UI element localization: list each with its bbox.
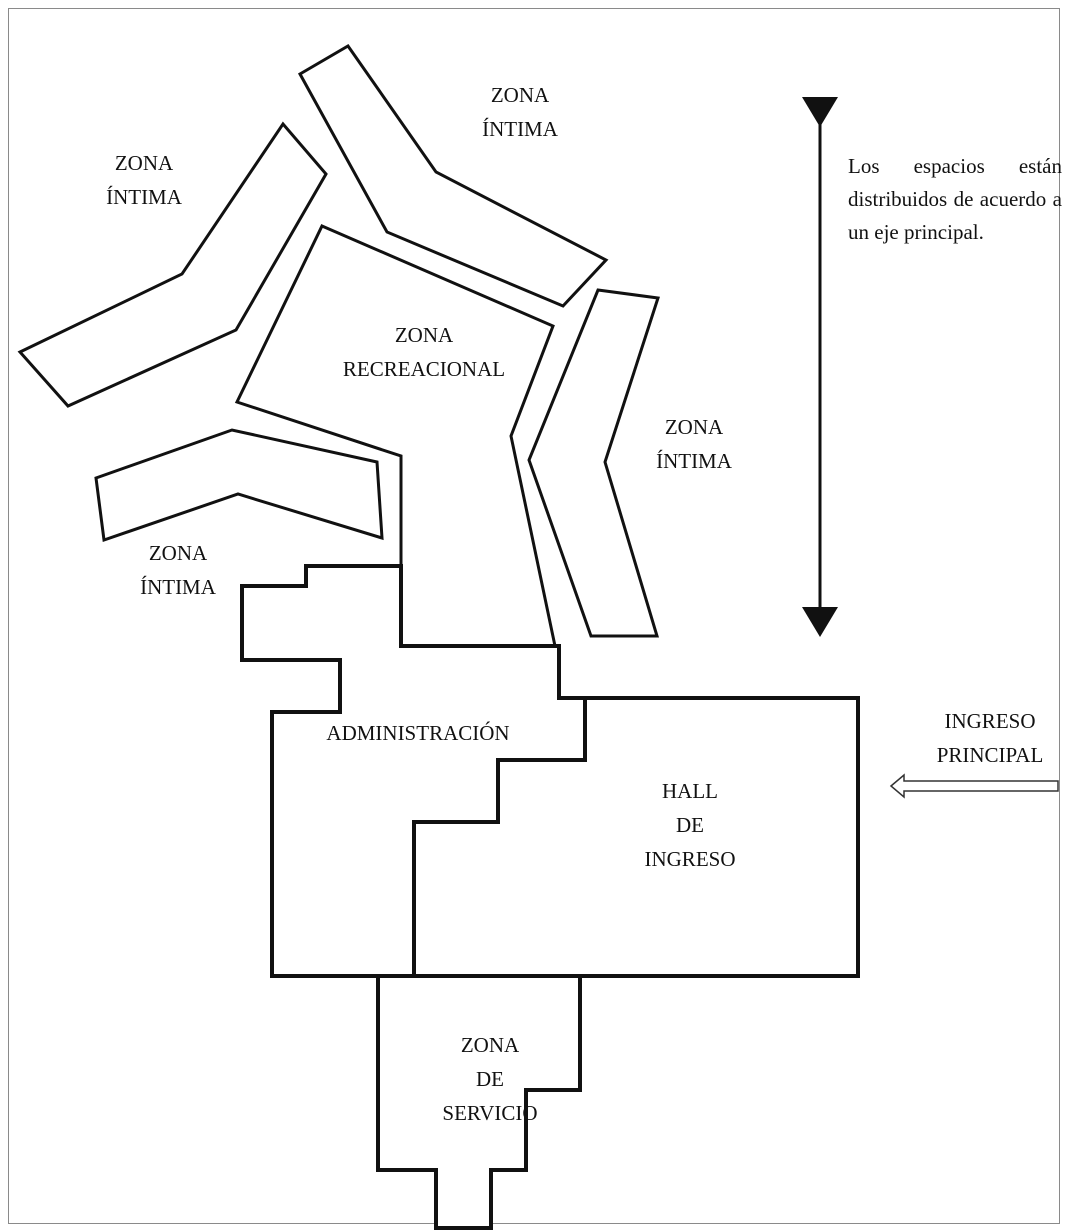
entrance-arrow-icon bbox=[889, 773, 1059, 799]
zone-hall-shape bbox=[412, 696, 860, 978]
axis-note-text: Los espacios están distribuidos de acuer… bbox=[848, 154, 1062, 244]
zone-intima-right-shape bbox=[527, 288, 660, 638]
zone-intima-lower-left-shape bbox=[94, 428, 384, 543]
zone-servicio-shape bbox=[376, 974, 582, 1230]
label-administracion: ADMINISTRACIÓN bbox=[326, 721, 510, 745]
zone-intima-left-shape bbox=[17, 121, 328, 408]
zone-intima-top-shape bbox=[297, 44, 609, 308]
